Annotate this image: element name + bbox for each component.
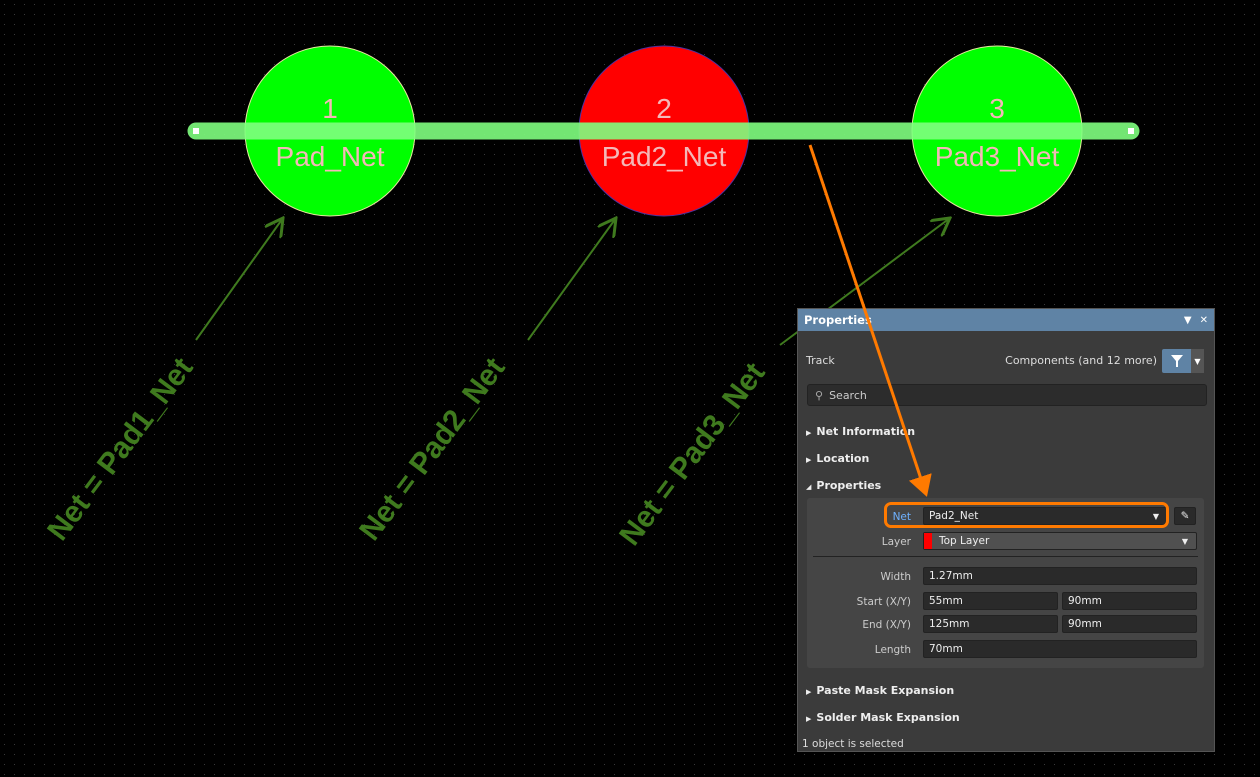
highlight-box bbox=[884, 502, 1169, 528]
start-y-input[interactable]: 90mm bbox=[1062, 592, 1197, 610]
layer-select[interactable]: Top Layer▼ bbox=[923, 532, 1197, 550]
filter-icon bbox=[1170, 355, 1183, 367]
divider bbox=[813, 556, 1198, 557]
start-label: Start (X/Y) bbox=[856, 596, 911, 608]
properties-panel: Properties ▼ ✕ Track Components (and 12 … bbox=[797, 308, 1215, 752]
track-end-handle[interactable] bbox=[1128, 128, 1134, 134]
search-input[interactable]: ⚲ Search bbox=[807, 384, 1207, 406]
pad-1-net: Pad_Net bbox=[276, 141, 385, 172]
section-paste-mask[interactable]: ▶Paste Mask Expansion bbox=[806, 684, 955, 697]
search-placeholder: Search bbox=[829, 388, 867, 402]
pad-2-number: 2 bbox=[656, 93, 672, 124]
section-properties[interactable]: ◢Properties bbox=[806, 479, 882, 492]
panel-header: Properties ▼ ✕ bbox=[798, 309, 1214, 331]
search-icon: ⚲ bbox=[815, 388, 824, 402]
filter-button[interactable] bbox=[1162, 349, 1191, 373]
section-net-information[interactable]: ▶Net Information bbox=[806, 425, 916, 438]
eyedropper-icon: ✎ bbox=[1180, 510, 1190, 522]
section-location[interactable]: ▶Location bbox=[806, 452, 870, 465]
end-x-input[interactable]: 125mm bbox=[923, 615, 1058, 633]
end-label: End (X/Y) bbox=[862, 619, 911, 631]
panel-menu-icon[interactable]: ▼ bbox=[1183, 314, 1192, 326]
start-x-input[interactable]: 55mm bbox=[923, 592, 1058, 610]
annotation-arrow-1 bbox=[195, 218, 283, 341]
object-type: Track bbox=[806, 354, 835, 367]
pad-1-number: 1 bbox=[322, 93, 338, 124]
net-select[interactable]: Pad2_Net▼ bbox=[923, 507, 1168, 525]
length-label: Length bbox=[874, 644, 911, 656]
track-start-handle[interactable] bbox=[193, 128, 199, 134]
close-icon[interactable]: ✕ bbox=[1199, 314, 1208, 326]
filter-dropdown[interactable]: ▼ bbox=[1191, 349, 1204, 373]
width-label: Width bbox=[880, 571, 911, 583]
length-input[interactable]: 70mm bbox=[923, 640, 1197, 658]
layer-label: Layer bbox=[881, 536, 911, 548]
pad-2-net: Pad2_Net bbox=[602, 141, 727, 172]
pad-3-net: Pad3_Net bbox=[935, 141, 1060, 172]
pick-net-button[interactable]: ✎ bbox=[1174, 507, 1196, 525]
layer-color-swatch bbox=[924, 533, 932, 549]
section-solder-mask[interactable]: ▶Solder Mask Expansion bbox=[806, 711, 960, 724]
end-y-input[interactable]: 90mm bbox=[1062, 615, 1197, 633]
pad-3-number: 3 bbox=[989, 93, 1005, 124]
annotation-arrow-2 bbox=[527, 218, 616, 341]
width-input[interactable]: 1.27mm bbox=[923, 567, 1197, 585]
net-label: Net bbox=[892, 511, 911, 523]
filter-label: Components (and 12 more) bbox=[1005, 354, 1157, 367]
panel-title: Properties bbox=[804, 313, 872, 327]
status-text: 1 object is selected bbox=[802, 738, 904, 750]
